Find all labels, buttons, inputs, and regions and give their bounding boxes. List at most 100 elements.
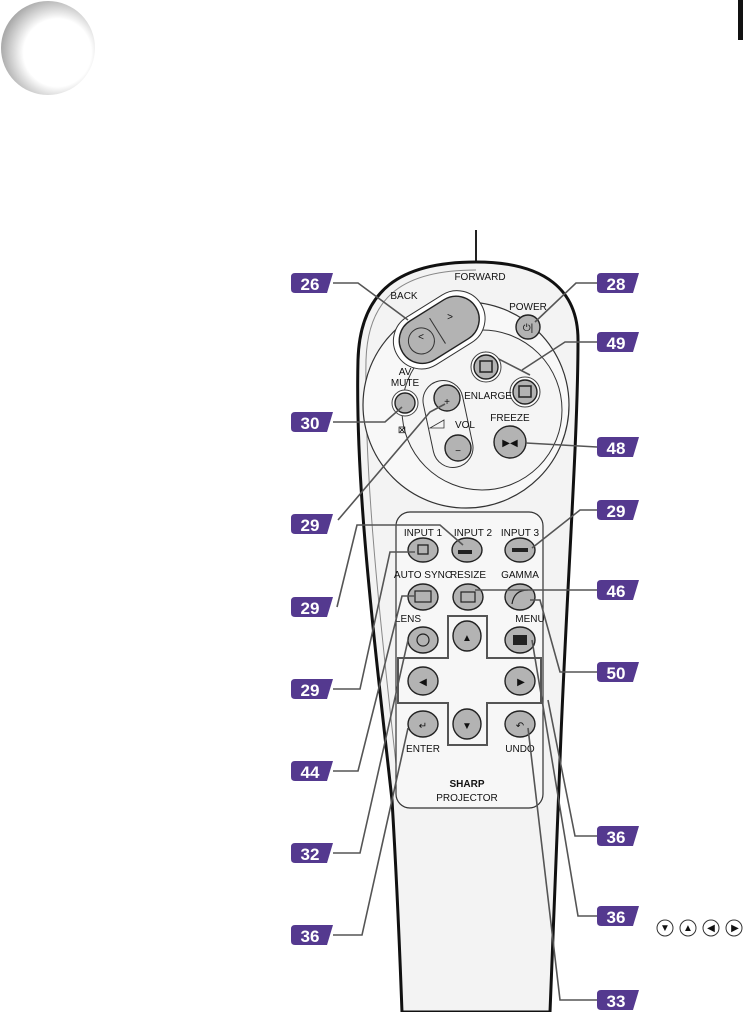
badge-number: 26 (301, 275, 320, 294)
left-arrow-icon: ◀ (419, 677, 427, 688)
left-button[interactable] (407, 666, 439, 696)
undo-icon: ↶ (516, 721, 524, 732)
up-button[interactable] (452, 620, 482, 652)
badge-number: 32 (301, 845, 320, 864)
badge-shape (597, 662, 639, 682)
badge-shape (597, 580, 639, 600)
enlarge-label: ENLARGE (464, 391, 512, 402)
right-button[interactable] (504, 666, 536, 696)
badge-shape (291, 679, 333, 699)
page-ref-badge-gamma: 50 (597, 662, 639, 683)
input2-label: INPUT 2 (454, 528, 493, 539)
page-ref-badge-power: 28 (597, 273, 639, 294)
badge-number: 36 (607, 908, 626, 927)
product-label: PROJECTOR (436, 793, 498, 804)
volume-down-button[interactable] (444, 434, 472, 462)
badge-number: 33 (607, 992, 626, 1011)
mute-icon: ⊠ (398, 425, 406, 436)
page-edge-tab (738, 0, 743, 40)
badge-number: 49 (607, 334, 626, 353)
undo-label: UNDO (505, 744, 535, 755)
up-arrow-icon: ▲ (462, 633, 472, 644)
power-button[interactable] (515, 314, 541, 340)
badge-number: 30 (301, 414, 320, 433)
input1-label: INPUT 1 (404, 528, 443, 539)
up-arrow-legend-icon: ▲ (683, 923, 693, 934)
gamma-label: GAMMA (501, 570, 539, 581)
page-ref-badge-auto-sync: 44 (291, 761, 333, 782)
enlarge-minus-button[interactable] (512, 379, 538, 405)
back-label: BACK (390, 291, 418, 302)
menu-icon (513, 635, 527, 645)
plus-icon: + (444, 397, 450, 408)
vol-label: VOL (455, 420, 475, 431)
forward-label: FORWARD (454, 272, 505, 283)
badge-shape (291, 925, 333, 945)
down-button[interactable] (452, 708, 482, 740)
badge-number: 29 (301, 599, 320, 618)
page-ref-badge-undo: 33 (597, 990, 639, 1011)
right-arrow-icon: ▶ (517, 677, 525, 688)
enlarge-plus-button[interactable] (473, 354, 499, 380)
badge-number: 48 (607, 439, 626, 458)
down-arrow-legend-icon: ▼ (660, 923, 670, 934)
page-ref-badge-freeze: 48 (597, 437, 639, 458)
zoom-out-icon (518, 385, 532, 398)
down-arrow-icon: ▼ (462, 721, 472, 732)
badge-shape (597, 826, 639, 846)
gamma-button[interactable] (504, 583, 536, 611)
badge-number: 46 (607, 582, 626, 601)
badge-shape (597, 273, 639, 293)
lens-button[interactable] (407, 626, 439, 654)
forward-chevron-icon: > (447, 312, 453, 323)
page-ref-badge-enlarge: 49 (597, 332, 639, 353)
computer-icon (417, 544, 429, 555)
enter-button[interactable] (407, 710, 439, 738)
back-forward-button[interactable] (383, 280, 496, 379)
resize-button[interactable] (452, 583, 484, 611)
page-ref-badge-input2: 29 (291, 597, 333, 618)
freeze-icon: ▶◀ (502, 438, 518, 449)
badge-number: 44 (301, 763, 320, 782)
badge-number: 29 (301, 516, 320, 535)
arrow-legend: ▼ ▲ ◀ ▶ (656, 919, 743, 937)
video-icon (512, 548, 528, 552)
auto-sync-button[interactable] (407, 583, 439, 611)
badge-number: 29 (607, 502, 626, 521)
page-ref-badge-back-forward: 26 (291, 273, 333, 294)
right-arrow-legend-icon: ▶ (731, 923, 739, 934)
volume-up-button[interactable] (433, 384, 461, 412)
av-mute-label-1: AV (399, 367, 412, 378)
minus-icon: − (455, 446, 461, 457)
badge-shape (291, 412, 333, 432)
page-ref-badge-av-mute: 30 (291, 412, 333, 433)
freeze-button[interactable] (493, 425, 527, 459)
resize-label: RESIZE (450, 570, 486, 581)
volume-ramp-icon (428, 419, 445, 429)
freeze-label: FREEZE (490, 413, 530, 424)
leader-lines (333, 282, 598, 1001)
badge-number: 36 (301, 927, 320, 946)
back-icon (407, 327, 435, 355)
badge-shape (291, 597, 333, 617)
input1-button[interactable] (407, 537, 439, 563)
badge-shape (597, 990, 639, 1010)
brand-logo: SHARP (449, 779, 484, 790)
badge-shape (597, 500, 639, 520)
badge-shape (597, 906, 639, 926)
page-ref-badge-lens: 32 (291, 843, 333, 864)
back-chevron-icon: < (418, 332, 424, 343)
badge-number: 50 (607, 664, 626, 683)
page-ref-badge-enter: 36 (291, 925, 333, 946)
menu-label: MENU (515, 614, 544, 625)
page-ref-badge-dpad: 36 (597, 826, 639, 847)
badge-shape (291, 514, 333, 534)
badge-number: 36 (607, 828, 626, 847)
resize-icon (460, 591, 476, 603)
s-video-icon (458, 550, 472, 554)
badge-number: 28 (607, 275, 626, 294)
enter-icon: ↵ (419, 721, 427, 732)
badge-shape (291, 273, 333, 293)
